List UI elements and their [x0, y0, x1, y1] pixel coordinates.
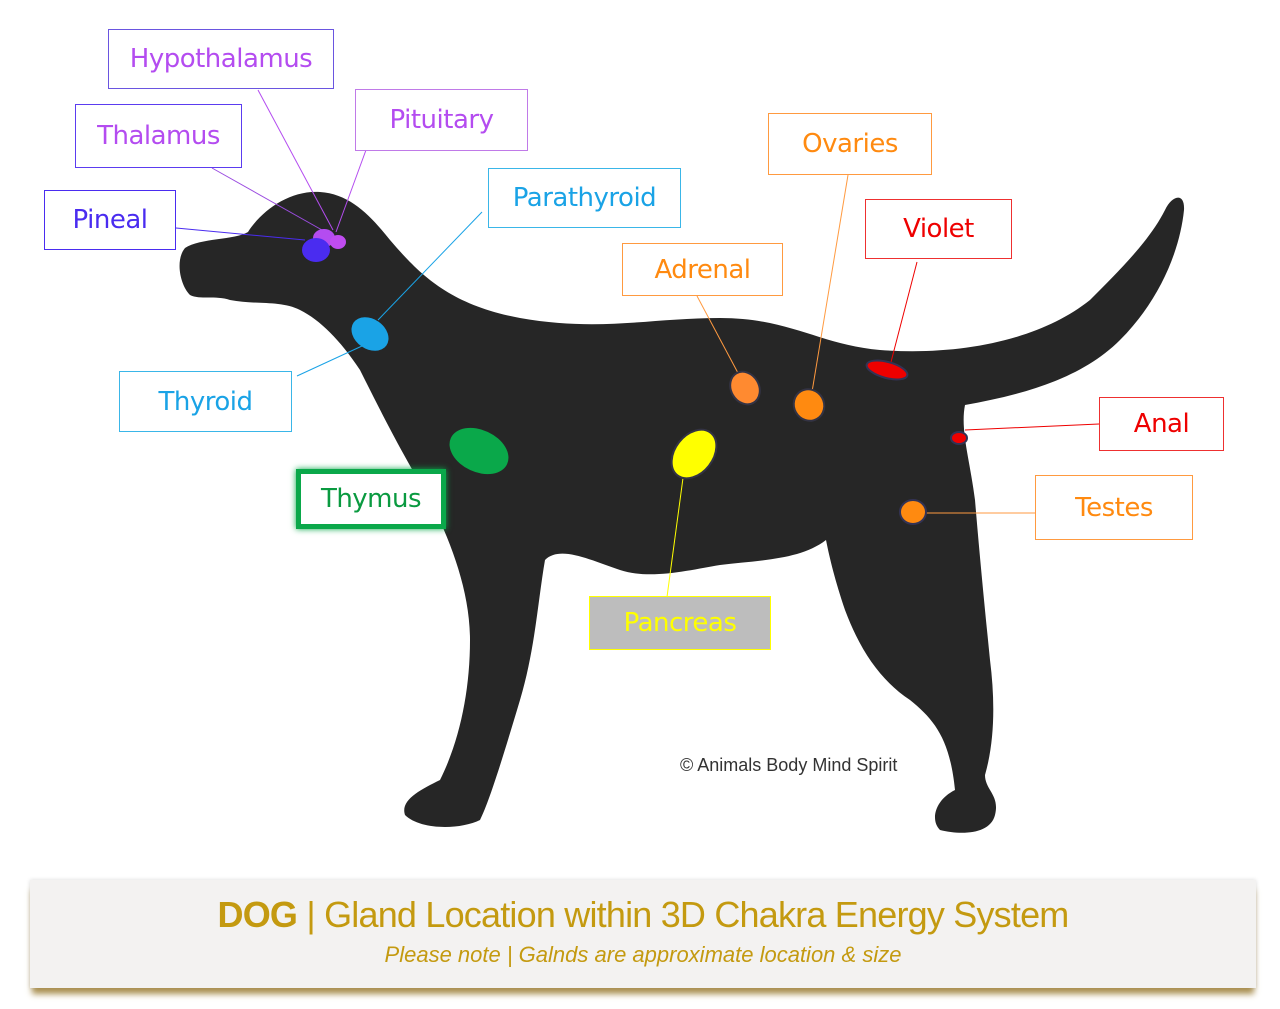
gland-testes-dot [899, 499, 927, 525]
diagram-stage: Hypothalamus Thalamus Pituitary Pineal P… [44, 29, 1224, 833]
gland-thyroid-dot [351, 317, 389, 351]
banner-text: Gland Location within 3D Chakra Energy S… [324, 894, 1069, 935]
label-pineal: Pineal [44, 190, 176, 250]
dog-silhouette [179, 191, 1185, 833]
banner-animal: DOG [217, 894, 298, 935]
label-parathyroid-text: Parathyroid [512, 183, 657, 213]
label-testes: Testes [1035, 475, 1193, 540]
copyright-text: © Animals Body Mind Spirit [680, 755, 898, 775]
banner-note: Please note | Galnds are approximate loc… [384, 942, 902, 967]
leader-hypothalamus [257, 89, 334, 231]
banner-separator: | [306, 894, 315, 935]
leader-thalamus [211, 167, 323, 231]
label-violet-text: Violet [903, 214, 974, 244]
label-thymus: Thymus [296, 469, 446, 529]
leader-violet [890, 261, 918, 363]
label-thalamus-text: Thalamus [97, 121, 220, 151]
label-pituitary-text: Pituitary [389, 105, 494, 135]
title-banner: DOG | Gland Location within 3D Chakra En… [30, 880, 1256, 988]
gland-ovaries-dot [792, 388, 826, 422]
banner-title: DOG | Gland Location within 3D Chakra En… [30, 894, 1256, 936]
label-thymus-text: Thymus [320, 484, 422, 514]
label-thyroid-text: Thyroid [158, 386, 254, 417]
label-hypothalamus-text: Hypothalamus [129, 44, 313, 74]
leader-adrenal [696, 295, 739, 374]
leader-thyroid [296, 345, 363, 377]
label-adrenal-text: Adrenal [654, 254, 751, 285]
label-anal-text: Anal [1133, 409, 1190, 439]
label-pancreas: Pancreas [589, 596, 771, 650]
label-pineal-text: Pineal [72, 205, 148, 235]
label-adrenal: Adrenal [622, 243, 783, 296]
label-thalamus: Thalamus [75, 104, 242, 168]
leader-pineal [175, 227, 306, 241]
label-thyroid: Thyroid [119, 371, 292, 432]
label-parathyroid: Parathyroid [488, 168, 681, 228]
leader-pituitary [335, 149, 367, 233]
gland-pineal-dot [302, 238, 330, 262]
label-ovaries-text: Ovaries [802, 129, 898, 159]
leader-pancreas [666, 477, 684, 598]
gland-thymus-dot [449, 427, 509, 475]
label-testes-text: Testes [1075, 492, 1153, 523]
gland-pancreas-dot [670, 428, 718, 480]
label-anal: Anal [1099, 397, 1224, 451]
leader-parathyroid [377, 211, 483, 321]
gland-adrenal-dot [729, 370, 761, 406]
label-pancreas-text: Pancreas [623, 608, 737, 638]
gland-anal-dot [950, 431, 968, 445]
label-pituitary: Pituitary [355, 89, 528, 151]
leader-anal [964, 423, 1100, 431]
label-hypothalamus: Hypothalamus [108, 29, 334, 89]
dog-diagram [175, 89, 1185, 833]
gland-pituitary-dot [330, 235, 346, 249]
label-violet: Violet [865, 199, 1012, 259]
leader-ovaries [811, 174, 849, 393]
gland-violet-dot [865, 359, 909, 381]
label-ovaries: Ovaries [768, 113, 932, 175]
